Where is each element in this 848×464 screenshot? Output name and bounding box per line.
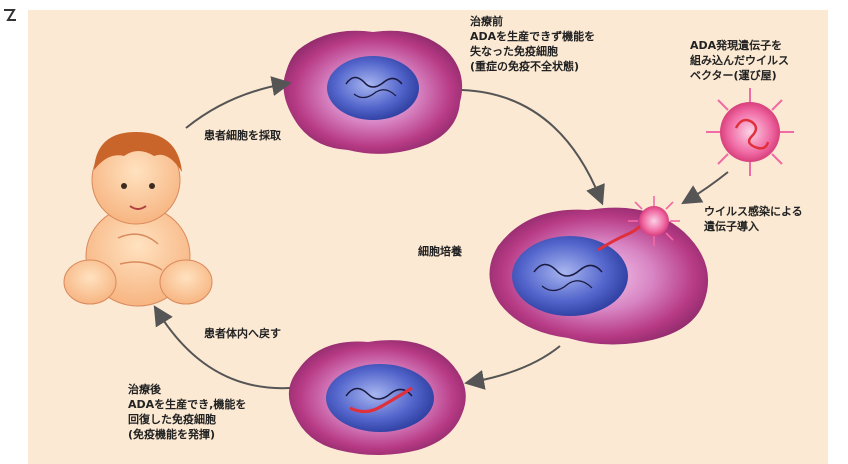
- arrow-vector-infect: [688, 172, 728, 200]
- label-vector-line2: 組み込んだウイルス: [690, 53, 789, 68]
- label-after: 治療後 ADAを生産でき,機能を 回復した免疫細胞 (免疫機能を発揮): [128, 382, 246, 442]
- label-after-line1: ADAを生産でき,機能を: [128, 397, 246, 412]
- label-vector-line1: ADA発現遺伝子を: [690, 38, 789, 53]
- label-before-line1: ADAを生産できず機能を: [470, 29, 595, 44]
- cell-after-icon: [289, 340, 466, 455]
- arrow-to-after: [472, 346, 560, 382]
- page-edge-mark: [0, 6, 22, 46]
- label-vector-line3: ベクター(運び屋): [690, 68, 789, 83]
- label-infection: ウイルス感染による 遺伝子導入: [704, 204, 803, 234]
- label-infection-line1: ウイルス感染による: [704, 204, 803, 219]
- label-vector: ADA発現遺伝子を 組み込んだウイルス ベクター(運び屋): [690, 38, 789, 83]
- label-collect: 患者細胞を採取: [204, 128, 281, 143]
- label-after-line2: 回復した免疫細胞: [128, 412, 246, 427]
- label-before-line3: (重症の免疫不全状態): [470, 59, 595, 74]
- cell-culture-icon: [489, 208, 708, 345]
- arrow-to-culture: [462, 90, 600, 198]
- label-culture: 細胞培養: [418, 244, 462, 259]
- arrow-collect: [186, 84, 284, 128]
- cell-before-icon: [284, 31, 463, 154]
- label-before-line2: 失なった免疫細胞: [470, 44, 595, 59]
- label-infection-line2: 遺伝子導入: [704, 219, 803, 234]
- label-return: 患者体内へ戻す: [204, 326, 281, 341]
- baby-figure-icon: [64, 132, 212, 306]
- label-after-title: 治療後: [128, 382, 246, 397]
- virus-vector-icon: [706, 88, 794, 176]
- diagram-panel: 治療前 ADAを生産できず機能を 失なった免疫細胞 (重症の免疫不全状態) AD…: [28, 10, 828, 464]
- label-after-line3: (免疫機能を発揮): [128, 427, 246, 442]
- label-before: 治療前 ADAを生産できず機能を 失なった免疫細胞 (重症の免疫不全状態): [470, 14, 595, 74]
- label-before-title: 治療前: [470, 14, 595, 29]
- arrow-return: [158, 312, 290, 388]
